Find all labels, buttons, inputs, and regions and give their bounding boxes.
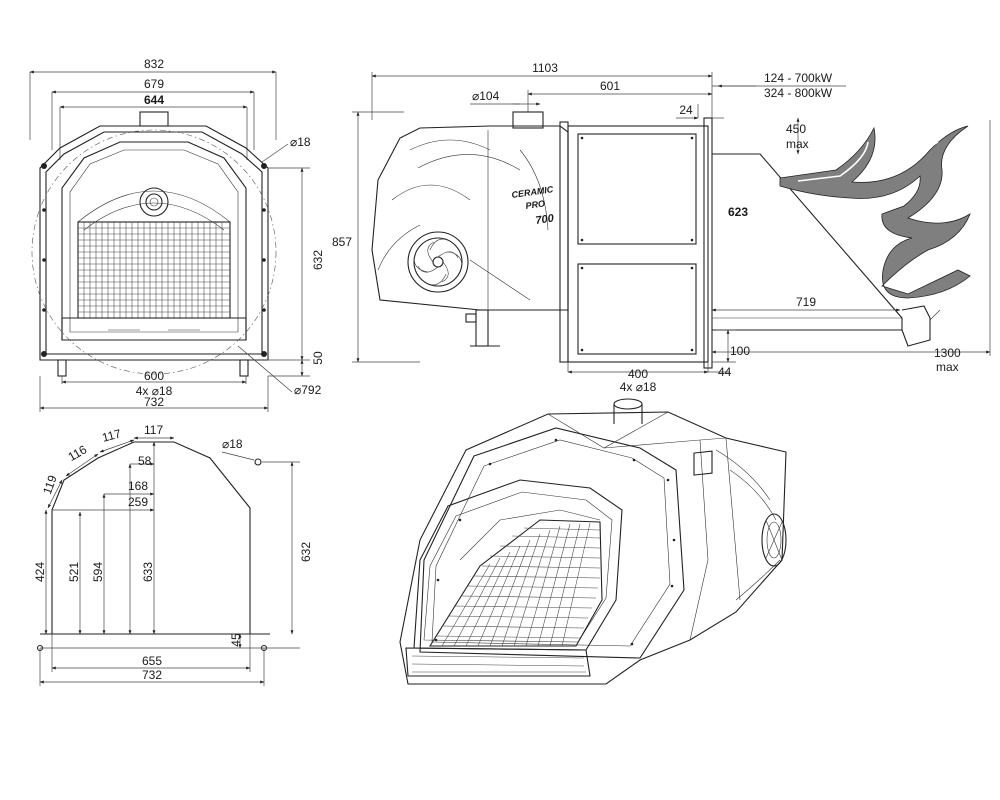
- dim-450-max: max: [786, 137, 809, 151]
- circle-dia-front: ⌀792: [294, 383, 322, 397]
- hole-dia-profile: ⌀18: [222, 437, 243, 451]
- front-grate: [77, 221, 231, 319]
- dim-424: 424: [33, 562, 47, 582]
- dim-644: 644: [144, 93, 164, 107]
- base-holes-side: 4x ⌀18: [620, 380, 657, 394]
- brand-ceramic: CERAMIC: [511, 184, 554, 200]
- base-holes-front: 4x ⌀18: [136, 384, 173, 398]
- isometric-view: [399, 398, 787, 685]
- dim-117a: 117: [101, 426, 123, 444]
- dim-732-front: 732: [144, 395, 164, 409]
- flame-shape: [779, 125, 971, 299]
- dim-117b: 117: [144, 423, 163, 437]
- profile-inner-dims: [44, 441, 156, 635]
- brand-pro: PRO: [525, 198, 546, 211]
- brand-model: 700: [535, 212, 556, 227]
- power-range-2: 324 - 800kW: [764, 86, 833, 100]
- dim-632-profile: 632: [299, 542, 313, 562]
- dim-45: 45: [229, 633, 243, 647]
- dim-655: 655: [142, 654, 162, 668]
- dim-24: 24: [679, 103, 693, 117]
- dim-450: 450: [786, 122, 806, 136]
- dim-601: 601: [600, 79, 620, 93]
- dim-679: 679: [144, 77, 164, 91]
- flame-cone: [712, 153, 941, 347]
- dim-168: 168: [128, 479, 148, 493]
- pipe-dia: ⌀104: [472, 89, 500, 103]
- dim-719: 719: [796, 295, 816, 309]
- dim-119: 119: [40, 473, 60, 496]
- dim-623: 623: [728, 205, 748, 219]
- dim-632-front: 632: [311, 250, 325, 270]
- dim-521: 521: [67, 562, 81, 582]
- profile-view: 424 521 594 633 259 168 58 119 116 117 1…: [33, 423, 313, 686]
- dim-857: 857: [332, 235, 352, 249]
- dim-1103: 1103: [532, 61, 558, 75]
- dim-50-front: 50: [311, 351, 325, 365]
- front-view: 832 679 644: [29, 57, 325, 412]
- hole-dia-front: ⌀18: [290, 135, 311, 149]
- dim-600-front: 600: [144, 369, 164, 383]
- dim-1300: 1300: [934, 346, 961, 360]
- dim-259: 259: [128, 495, 148, 509]
- power-range-1: 124 - 700kW: [764, 71, 833, 85]
- dim-832: 832: [144, 57, 164, 71]
- side-view: 1103 601 ⌀104 24 857 CERAMIC PRO 700: [332, 61, 991, 394]
- dim-44: 44: [718, 365, 732, 379]
- dim-100: 100: [730, 344, 750, 358]
- iso-grate: [429, 519, 603, 647]
- fan-icon: [407, 231, 469, 293]
- dim-594: 594: [91, 562, 105, 582]
- bolt-dots: [41, 163, 267, 357]
- dim-116: 116: [66, 442, 90, 464]
- dim-58: 58: [138, 454, 152, 468]
- dim-633: 633: [141, 562, 155, 582]
- dim-732-profile: 732: [142, 668, 162, 682]
- dim-400: 400: [628, 367, 648, 381]
- dim-1300-max: max: [936, 360, 959, 374]
